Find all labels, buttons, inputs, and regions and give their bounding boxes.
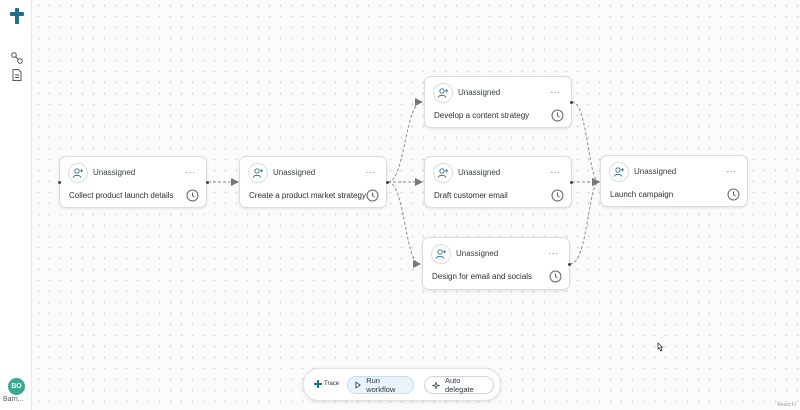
auto-delegate-button[interactable]: Auto delegate <box>424 376 494 394</box>
sparkle-icon <box>432 381 440 389</box>
play-icon <box>355 381 362 389</box>
react-flow-attribution[interactable]: React Fl <box>777 402 796 408</box>
node-menu-button[interactable]: ... <box>726 164 737 174</box>
assign-user-icon[interactable] <box>431 244 451 264</box>
workflow-icon[interactable] <box>10 51 24 65</box>
clock-icon[interactable] <box>186 189 199 202</box>
node-strategy-output-port[interactable] <box>386 181 389 184</box>
node-design-output-port[interactable] <box>568 263 571 266</box>
assignee-label: Unassigned <box>273 168 316 177</box>
clock-icon[interactable] <box>551 189 564 202</box>
node-menu-button[interactable]: ... <box>550 85 561 95</box>
auto-delegate-label: Auto delegate <box>444 376 474 394</box>
assign-user-icon[interactable] <box>248 163 268 183</box>
assignee-label: Unassigned <box>456 249 499 258</box>
clock-icon[interactable] <box>727 188 740 201</box>
node-content[interactable]: Unassigned ... Develop a content strateg… <box>424 76 572 128</box>
clock-icon[interactable] <box>366 189 379 202</box>
node-content-output-port[interactable] <box>570 101 573 104</box>
run-workflow-button[interactable]: Run workflow <box>347 376 414 394</box>
workflow-toolbar: Trace Run workflow Auto delegate <box>303 368 501 401</box>
node-strategy[interactable]: Unassigned ... Create a product market s… <box>239 156 387 208</box>
assign-user-icon[interactable] <box>68 163 88 183</box>
node-menu-button[interactable]: ... <box>550 165 561 175</box>
user-name: Barn... <box>3 396 24 403</box>
run-workflow-label: Run workflow <box>366 376 396 394</box>
task-label: Collect product launch details <box>69 191 174 200</box>
assignee-label: Unassigned <box>458 88 501 97</box>
app-logo-icon[interactable] <box>10 8 24 24</box>
mouse-cursor-icon <box>657 342 664 352</box>
task-label: Draft customer email <box>434 191 508 200</box>
assignee-label: Unassigned <box>634 167 677 176</box>
left-sidebar: BO Barn... <box>0 0 32 410</box>
node-menu-button[interactable]: ... <box>365 165 376 175</box>
clock-icon[interactable] <box>549 270 562 283</box>
assignee-label: Unassigned <box>93 168 136 177</box>
clock-icon[interactable] <box>551 109 564 122</box>
document-icon[interactable] <box>10 68 24 82</box>
assign-user-icon[interactable] <box>609 162 629 182</box>
task-label: Launch campaign <box>610 190 674 199</box>
assign-user-icon[interactable] <box>433 163 453 183</box>
node-collect-output-port[interactable] <box>206 181 209 184</box>
trace-icon <box>314 380 322 388</box>
node-collect[interactable]: Unassigned ... Collect product launch de… <box>59 156 207 208</box>
trace-label: Trace <box>324 381 340 387</box>
node-email[interactable]: Unassigned ... Draft customer email <box>424 156 572 208</box>
trace-button[interactable]: Trace <box>314 380 339 388</box>
task-label: Create a product market strategy <box>249 191 366 200</box>
node-design[interactable]: Unassigned ... Design for email and soci… <box>422 237 570 290</box>
task-label: Design for email and socials <box>432 272 533 281</box>
node-menu-button[interactable]: ... <box>548 246 559 256</box>
node-email-output-port[interactable] <box>570 181 573 184</box>
node-launch[interactable]: Unassigned ... Launch campaign <box>600 155 748 207</box>
assignee-label: Unassigned <box>458 168 501 177</box>
task-label: Develop a content strategy <box>434 111 530 120</box>
assign-user-icon[interactable] <box>433 83 453 103</box>
node-collect-input-port[interactable] <box>58 181 61 184</box>
node-menu-button[interactable]: ... <box>185 165 196 175</box>
user-avatar[interactable]: BO <box>8 378 25 395</box>
